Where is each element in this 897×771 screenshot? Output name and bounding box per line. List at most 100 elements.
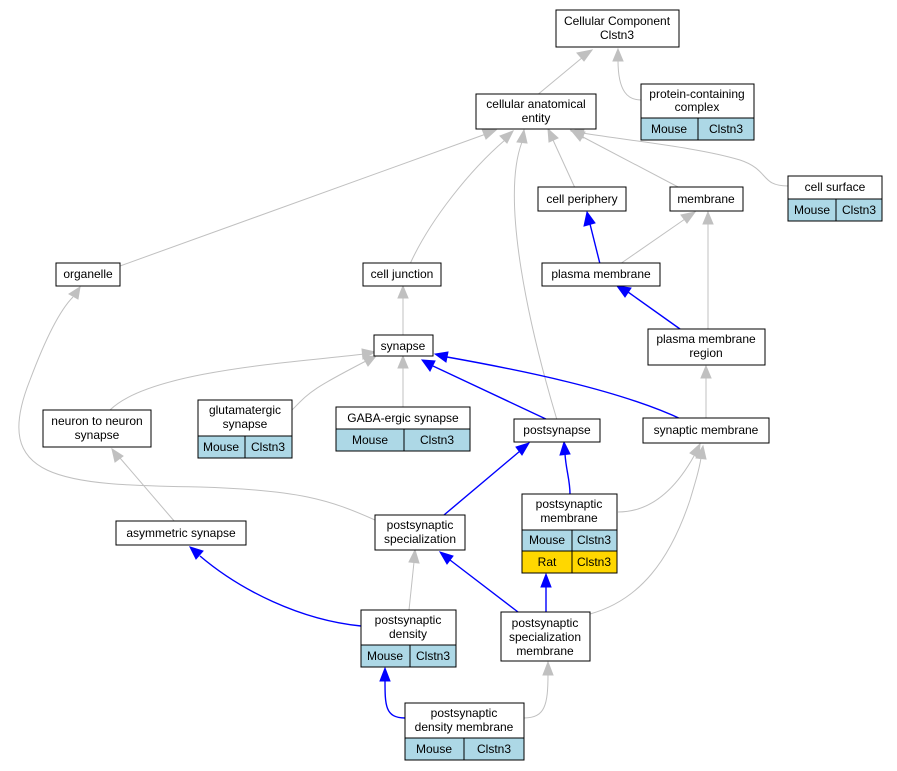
edge-pmr-to-plasma (627, 291, 681, 330)
edge-psspec-to-postsynapse-head (515, 442, 531, 456)
cell-label: Clstn3 (577, 555, 611, 569)
edge-junction-to-cae-head (499, 130, 515, 144)
gene-cell (463, 737, 525, 761)
node-cell-junction[interactable]: cell junction (362, 262, 442, 287)
node-label: density membrane (415, 720, 514, 734)
cell-label: Clstn3 (416, 649, 450, 663)
edge-psdmem-to-psspecmem (523, 673, 549, 719)
node-cell-periphery[interactable]: cell periphery (537, 186, 627, 212)
edge-organelle-to-cae (119, 133, 487, 267)
cell-label: Clstn3 (251, 440, 285, 454)
node-cell-surface[interactable]: cell surface Mouse Clstn3 (787, 175, 883, 222)
gene-cell (835, 198, 883, 222)
node-plasma-membrane[interactable]: plasma membrane (541, 262, 661, 287)
node-postsynaptic-specialization[interactable]: postsynaptic specialization (374, 514, 466, 551)
edge-pmr-to-plasma-head (615, 285, 632, 298)
cell-label: Clstn3 (577, 533, 611, 547)
node-asymmetric-synapse[interactable]: asymmetric synapse (115, 520, 247, 546)
edge-plasma-to-membrane-head (680, 211, 697, 224)
node-label: neuron to neuron (51, 414, 142, 428)
edge-psd-to-psspec (408, 561, 415, 611)
edge-psmem-to-postsynapse-head (559, 440, 571, 456)
edge-psspecmem-to-psspec-head (438, 551, 454, 565)
cell-label: Mouse (203, 440, 239, 454)
node-label: complex (675, 100, 720, 114)
cell-label: Mouse (367, 649, 403, 663)
node-synapse[interactable]: synapse (373, 334, 434, 357)
edge-pcc-to-cc-head (612, 47, 624, 62)
node-label: Clstn3 (600, 28, 634, 42)
edge-synapse-to-junction-head (397, 284, 409, 299)
edge-asym-to-n2n (119, 457, 176, 523)
node-membrane[interactable]: membrane (669, 186, 744, 212)
cell-label: Mouse (651, 122, 687, 136)
edge-psspec-to-postsynapse (443, 450, 521, 516)
node-gaba-ergic-synapse[interactable]: GABA-ergic synapse Mouse Clstn3 (335, 406, 471, 452)
nodes: Cellular Component Clstn3 protein-contai… (42, 9, 883, 761)
node-label: cellular anatomical (486, 97, 585, 111)
node-label: cell junction (371, 267, 434, 281)
node-cellular-component[interactable]: Cellular Component Clstn3 (555, 9, 680, 48)
node-label: cell periphery (546, 192, 617, 206)
edge-plasma-to-membrane (619, 218, 686, 265)
node-synaptic-membrane[interactable]: synaptic membrane (642, 417, 770, 444)
edge-psspec-to-organelle-head (68, 285, 81, 300)
node-glutamatergic-synapse[interactable]: glutamatergic synapse Mouse Clstn3 (197, 399, 293, 459)
node-neuron-to-neuron-synapse[interactable]: neuron to neuron synapse (42, 409, 152, 448)
edge-postsynapse-to-cae-head (516, 128, 528, 144)
node-label: cell surface (805, 180, 866, 194)
node-label: GABA-ergic synapse (347, 411, 459, 425)
edge-psmem-to-postsynapse (564, 453, 571, 495)
node-label: synapse (223, 417, 268, 431)
node-label: membrane (677, 192, 735, 206)
edge-plasma-to-periphery-head (583, 210, 596, 227)
node-plasma-membrane-region[interactable]: plasma membrane region (647, 328, 766, 366)
edge-cae-to-cc (535, 56, 584, 97)
edge-psdmem-to-psspecmem-head (542, 660, 554, 676)
node-protein-containing-complex[interactable]: protein-containing complex Mouse Clstn3 (640, 83, 755, 141)
edge-periphery-to-cae-head (547, 127, 559, 143)
node-postsynaptic-specialization-membrane[interactable]: postsynaptic specialization membrane (500, 611, 591, 662)
node-label: region (689, 346, 722, 360)
edge-postsynapse-to-cae (513, 141, 558, 421)
node-label: organelle (63, 267, 113, 281)
cell-label: Mouse (794, 203, 830, 217)
node-cellular-anatomical-entity[interactable]: cellular anatomical entity (475, 93, 597, 130)
edge-cae-to-cc-head (576, 49, 594, 62)
edge-psspecmem-to-synmem (589, 457, 702, 615)
cell-label: Mouse (352, 433, 388, 447)
cell-label: Mouse (529, 533, 565, 547)
node-label: plasma membrane (551, 267, 651, 281)
node-label: synaptic membrane (654, 423, 759, 437)
node-label: postsynapse (523, 423, 591, 437)
cell-label: Rat (538, 555, 557, 569)
edges (18, 47, 789, 719)
edge-pcc-to-cc (617, 59, 642, 101)
gene-cell (697, 117, 755, 141)
node-label: asymmetric synapse (126, 526, 236, 540)
node-label: Cellular Component (564, 14, 671, 28)
edge-synmem-to-synapse (446, 356, 684, 421)
node-label: membrane (540, 511, 598, 525)
gene-cell (244, 435, 293, 459)
edge-psspecmem-to-psspec (449, 559, 519, 613)
edge-postsynapse-to-synapse (432, 365, 549, 421)
node-label: synapse (381, 339, 426, 353)
edge-membrane-to-cae (580, 135, 681, 189)
node-postsynapse[interactable]: postsynapse (513, 418, 601, 443)
node-organelle[interactable]: organelle (55, 262, 121, 287)
node-postsynaptic-density[interactable]: postsynaptic density Mouse Clstn3 (360, 609, 457, 668)
edge-psspecmem-to-synmem-head (695, 444, 707, 460)
node-label: entity (522, 111, 551, 125)
edge-postsynapse-to-synapse-head (420, 359, 436, 372)
node-label: glutamatergic (209, 403, 281, 417)
gene-cell (409, 644, 457, 668)
node-label: postsynaptic (536, 497, 603, 511)
node-postsynaptic-membrane[interactable]: postsynaptic membrane Mouse Clstn3 Rat C… (521, 493, 618, 574)
node-label: synapse (75, 428, 120, 442)
edge-pmr-to-membrane-head (702, 210, 714, 225)
cell-label: Mouse (416, 742, 452, 756)
node-postsynaptic-density-membrane[interactable]: postsynaptic density membrane Mouse Clst… (404, 702, 525, 761)
cell-label: Clstn3 (709, 122, 743, 136)
